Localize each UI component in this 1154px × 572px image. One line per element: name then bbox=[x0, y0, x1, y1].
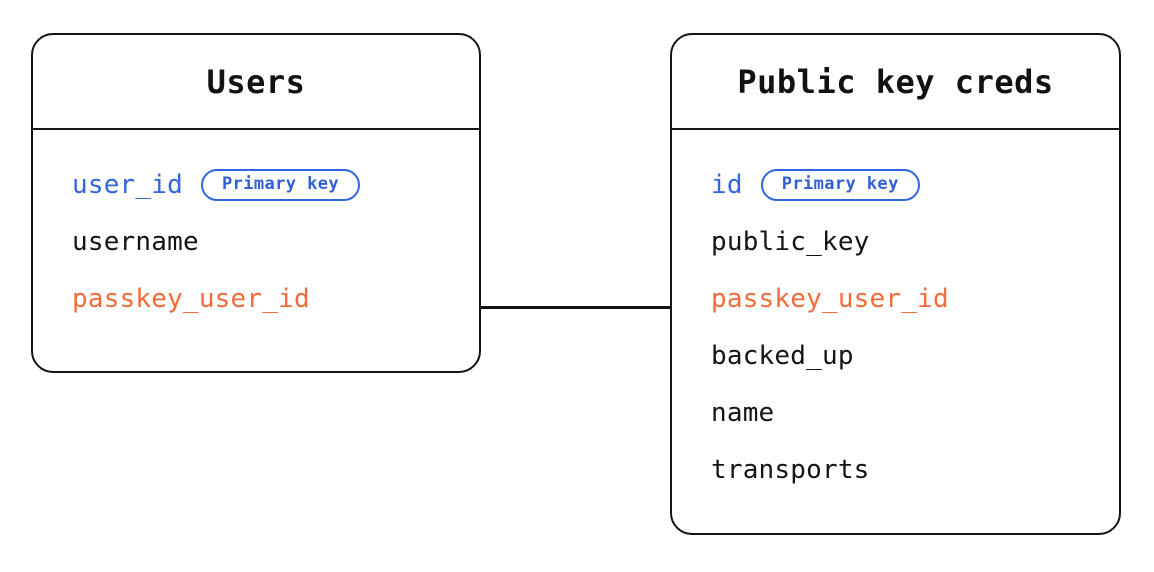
primary-key-badge: Primary key bbox=[200, 168, 360, 201]
entity-users-header: Users bbox=[33, 35, 479, 130]
relationship-line-users-to-public-key-creds bbox=[481, 306, 670, 309]
field-row[interactable]: user_id Primary key bbox=[72, 156, 479, 213]
field-row[interactable]: public_key bbox=[711, 213, 1119, 270]
field-row[interactable]: transports bbox=[711, 441, 1119, 498]
field-row[interactable]: name bbox=[711, 384, 1119, 441]
field-row[interactable]: id Primary key bbox=[711, 156, 1119, 213]
field-row[interactable]: passkey_user_id bbox=[72, 270, 479, 327]
field-name-transports: transports bbox=[711, 454, 870, 485]
field-name-id: id bbox=[711, 169, 743, 200]
field-name-username: username bbox=[72, 226, 199, 257]
primary-key-badge: Primary key bbox=[760, 168, 920, 201]
entity-users-field-list: user_id Primary key username passkey_use… bbox=[33, 130, 479, 327]
entity-users-title: Users bbox=[206, 62, 306, 101]
field-name-public-key: public_key bbox=[711, 226, 870, 257]
entity-users[interactable]: Users user_id Primary key username passk… bbox=[31, 33, 481, 373]
field-row[interactable]: backed_up bbox=[711, 327, 1119, 384]
entity-public-key-creds-field-list: id Primary key public_key passkey_user_i… bbox=[672, 130, 1119, 498]
field-name-user-id: user_id bbox=[72, 169, 183, 200]
field-name-name: name bbox=[711, 397, 775, 428]
entity-public-key-creds-title: Public key creds bbox=[737, 62, 1054, 101]
field-row[interactable]: passkey_user_id bbox=[711, 270, 1119, 327]
field-row[interactable]: username bbox=[72, 213, 479, 270]
entity-public-key-creds-header: Public key creds bbox=[672, 35, 1119, 130]
field-name-passkey-user-id: passkey_user_id bbox=[711, 283, 949, 314]
field-name-passkey-user-id: passkey_user_id bbox=[72, 283, 310, 314]
entity-public-key-creds[interactable]: Public key creds id Primary key public_k… bbox=[670, 33, 1121, 535]
field-name-backed-up: backed_up bbox=[711, 340, 854, 371]
